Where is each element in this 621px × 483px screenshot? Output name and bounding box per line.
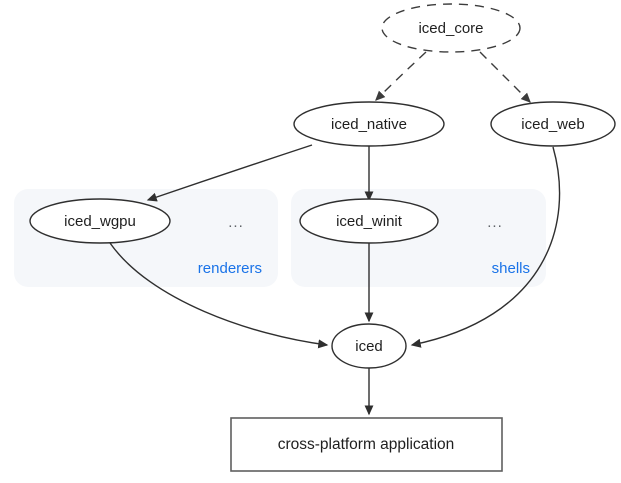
edge-iced-native-to-iced-wgpu — [146, 144, 313, 202]
node-iced[interactable]: iced — [331, 323, 407, 369]
node-iced-web-shape[interactable] — [490, 101, 616, 147]
node-iced-web[interactable]: iced_web — [490, 101, 616, 147]
edge-iced-wgpu-to-iced — [109, 242, 329, 349]
node-iced-core[interactable]: iced_core — [381, 3, 521, 53]
node-iced-core-label: iced_core — [418, 20, 483, 37]
edge-iced-core-to-iced-web — [479, 51, 531, 103]
group-renderers-ellipsis: ... — [228, 214, 244, 231]
node-iced-web-label: iced_web — [521, 116, 584, 133]
node-application-shape[interactable] — [230, 417, 503, 472]
group-shells-label: shells — [492, 260, 530, 277]
group-renderers-label: renderers — [198, 260, 262, 277]
node-iced-winit-label: iced_winit — [336, 213, 403, 230]
node-iced-core-shape[interactable] — [381, 3, 521, 53]
edge-iced-web-to-iced — [410, 146, 561, 348]
node-iced-wgpu-label: iced_wgpu — [64, 213, 136, 230]
node-iced-native-shape[interactable] — [293, 101, 445, 147]
node-application-label: cross-platform application — [278, 436, 455, 453]
node-iced-winit-shape[interactable] — [299, 198, 439, 244]
node-iced-wgpu-shape[interactable] — [29, 198, 171, 244]
node-iced-native-label: iced_native — [331, 116, 407, 133]
node-iced-winit[interactable]: iced_winit — [299, 198, 439, 244]
group-shells-ellipsis: ... — [487, 214, 503, 231]
node-application[interactable]: cross-platform application — [230, 417, 503, 472]
edge-iced-core-to-iced-native — [375, 51, 427, 101]
node-iced-native[interactable]: iced_native — [293, 101, 445, 147]
node-iced-shape[interactable] — [331, 323, 407, 369]
node-iced-wgpu[interactable]: iced_wgpu — [29, 198, 171, 244]
node-iced-label: iced — [355, 338, 383, 355]
